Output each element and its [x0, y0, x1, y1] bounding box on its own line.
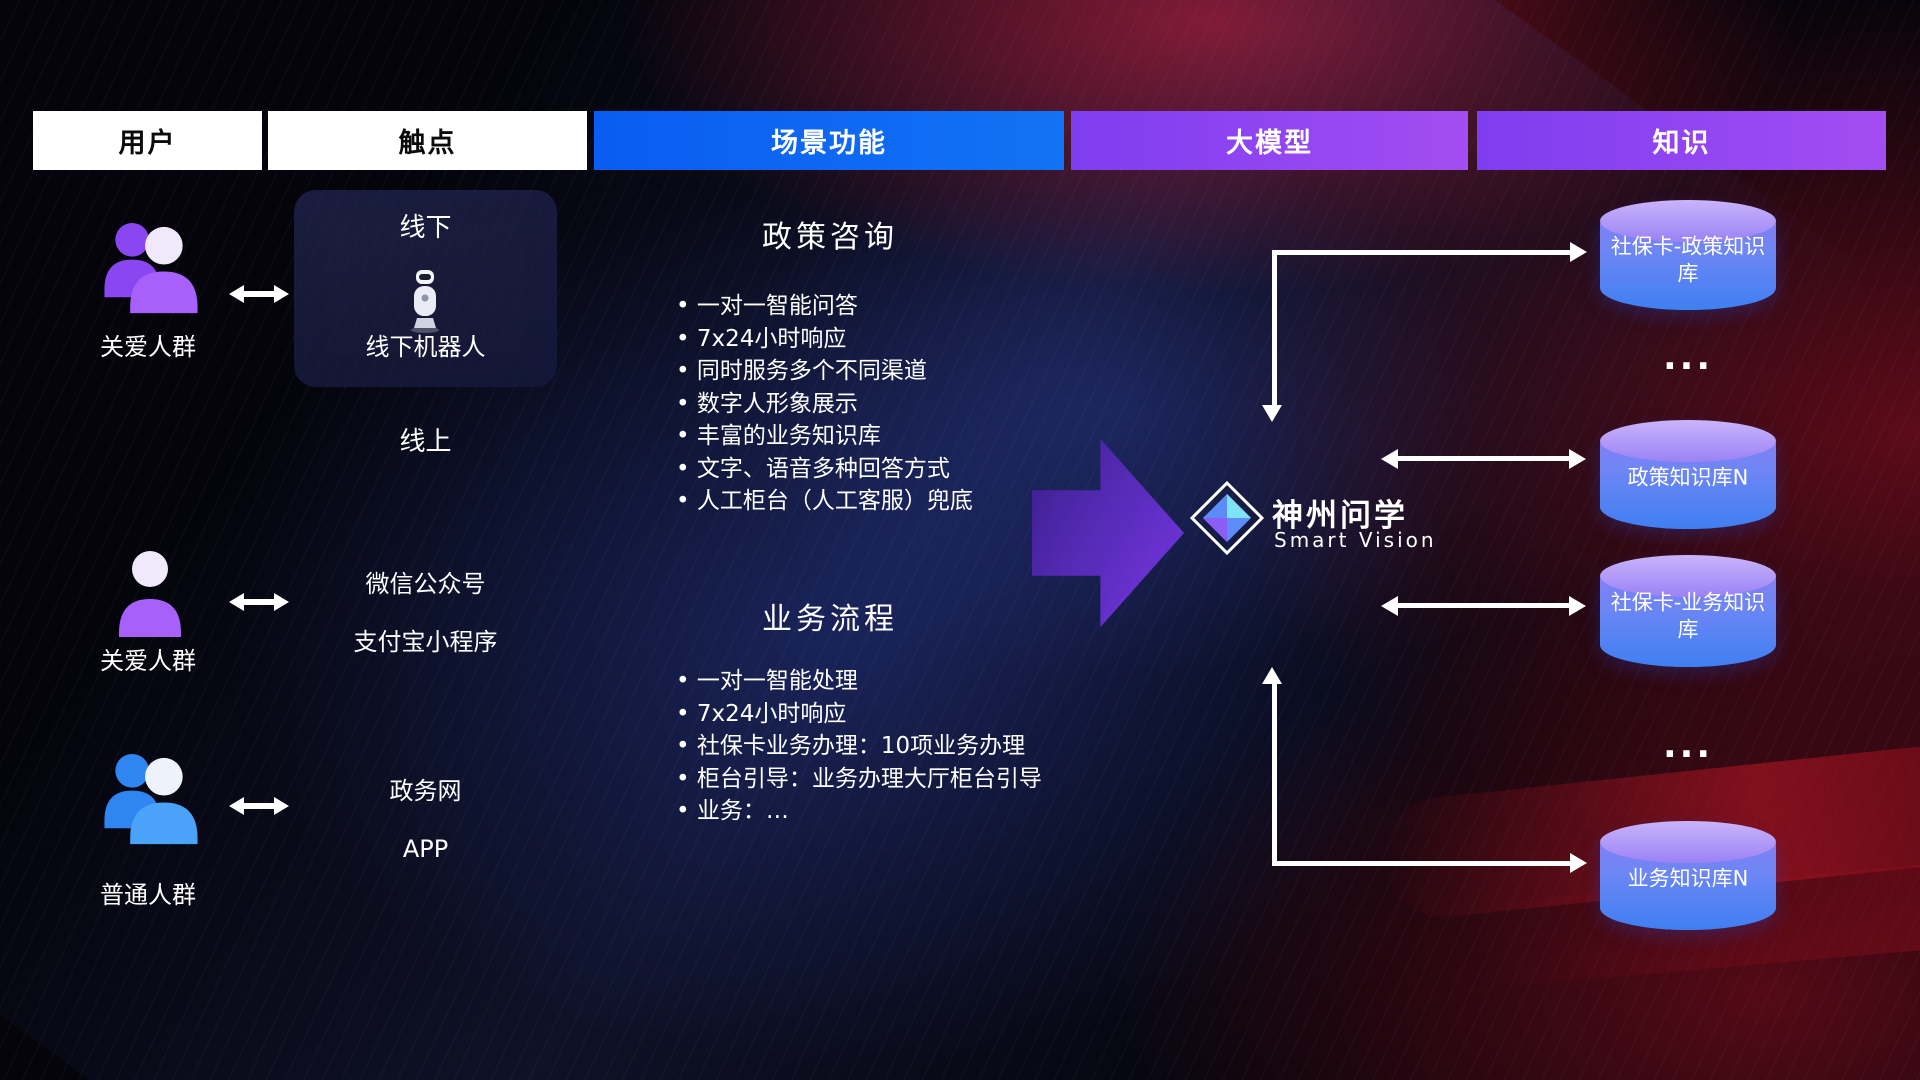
arrowhead-to-model-bottom-icon	[1262, 667, 1282, 684]
arrowhead-to-db4-icon	[1570, 853, 1587, 873]
database-top-icon	[1600, 420, 1776, 462]
offline-robot-caption: 线下机器人	[365, 333, 486, 361]
list-item: 7x24小时响应	[676, 323, 1116, 356]
user-label-general: 普通人群	[100, 881, 196, 909]
knowledge-ellipsis-1: ...	[1662, 337, 1714, 378]
link-line-db2	[1396, 456, 1570, 461]
link-line-bottom-horizontal	[1272, 861, 1570, 866]
list-item: 7x24小时响应	[676, 698, 1116, 731]
database-top-icon	[1600, 555, 1776, 597]
user-single-icon-care	[117, 549, 183, 637]
brand-logo-diamond-icon	[1190, 481, 1264, 555]
bidirectional-arrow-icon-1	[228, 281, 290, 307]
column-header-touchpoints: 触点	[268, 111, 587, 170]
bidirectional-arrow-icon-3	[228, 793, 290, 819]
list-item: 业务：…	[676, 795, 1116, 828]
knowledge-ellipsis-2: ...	[1662, 725, 1714, 766]
database-top-icon	[1600, 821, 1776, 863]
scenario-title-business: 业务流程	[762, 602, 898, 637]
arrowhead-db3-right-icon	[1569, 596, 1586, 616]
link-line-bottom-vertical	[1272, 684, 1277, 866]
list-item: 人工柜台（人工客服）兜底	[676, 485, 1116, 518]
scenario-title-policy: 政策咨询	[762, 220, 898, 255]
database-cylinder-4: 业务知识库N	[1600, 821, 1776, 930]
database-label-3: 社保卡-业务知识库	[1610, 590, 1766, 642]
link-line-top-vertical	[1272, 250, 1277, 405]
brand-name: 神州问学	[1272, 498, 1408, 534]
database-cylinder-3: 社保卡-业务知识库	[1600, 555, 1776, 667]
column-header-knowledge: 知识	[1477, 111, 1886, 170]
bidirectional-arrow-icon-2	[228, 589, 290, 615]
channel-app: APP	[402, 835, 449, 863]
column-header-users: 用户	[33, 111, 262, 170]
list-item: 文字、语音多种回答方式	[676, 453, 1116, 486]
list-item: 数字人形象展示	[676, 388, 1116, 421]
policy-feature-list: 一对一智能问答 7x24小时响应 同时服务多个不同渠道 数字人形象展示 丰富的业…	[676, 290, 1116, 518]
user-label-care-2: 关爱人群	[100, 647, 196, 675]
arrowhead-db2-right-icon	[1569, 449, 1586, 469]
arrowhead-to-model-top-icon	[1262, 405, 1282, 422]
list-item: 社保卡业务办理：10项业务办理	[676, 730, 1116, 763]
user-group-icon-care	[92, 218, 208, 321]
list-item: 同时服务多个不同渠道	[676, 355, 1116, 388]
list-item: 丰富的业务知识库	[676, 420, 1116, 453]
user-group-icon-general	[92, 749, 208, 852]
database-label-2: 政策知识库N	[1627, 465, 1749, 490]
arrowhead-db3-left-icon	[1381, 596, 1398, 616]
user-label-care-1: 关爱人群	[100, 333, 196, 361]
list-item: 一对一智能问答	[676, 290, 1116, 323]
list-item: 柜台引导：业务办理大厅柜台引导	[676, 763, 1116, 796]
column-header-scenarios: 场景功能	[594, 111, 1064, 170]
list-item: 一对一智能处理	[676, 665, 1116, 698]
online-label: 线上	[399, 427, 452, 457]
arrowhead-db2-left-icon	[1381, 449, 1398, 469]
database-top-icon	[1600, 200, 1776, 242]
channel-wechat: 微信公众号	[365, 570, 486, 598]
arrowhead-to-db1-icon	[1570, 242, 1587, 262]
channel-alipay: 支付宝小程序	[353, 628, 498, 656]
business-feature-list: 一对一智能处理 7x24小时响应 社保卡业务办理：10项业务办理 柜台引导：业务…	[676, 665, 1116, 828]
column-header-model: 大模型	[1071, 111, 1468, 170]
channel-gov-web: 政务网	[389, 777, 462, 805]
database-label-4: 业务知识库N	[1627, 866, 1749, 891]
link-line-top-horizontal	[1272, 250, 1570, 255]
database-cylinder-1: 社保卡-政策知识库	[1600, 200, 1776, 310]
brand-subtitle: Smart Vision	[1274, 528, 1437, 552]
database-cylinder-2: 政策知识库N	[1600, 420, 1776, 529]
database-label-1: 社保卡-政策知识库	[1610, 234, 1766, 286]
link-line-db3	[1396, 603, 1570, 608]
robot-icon	[403, 268, 447, 334]
offline-label: 线下	[399, 213, 452, 243]
